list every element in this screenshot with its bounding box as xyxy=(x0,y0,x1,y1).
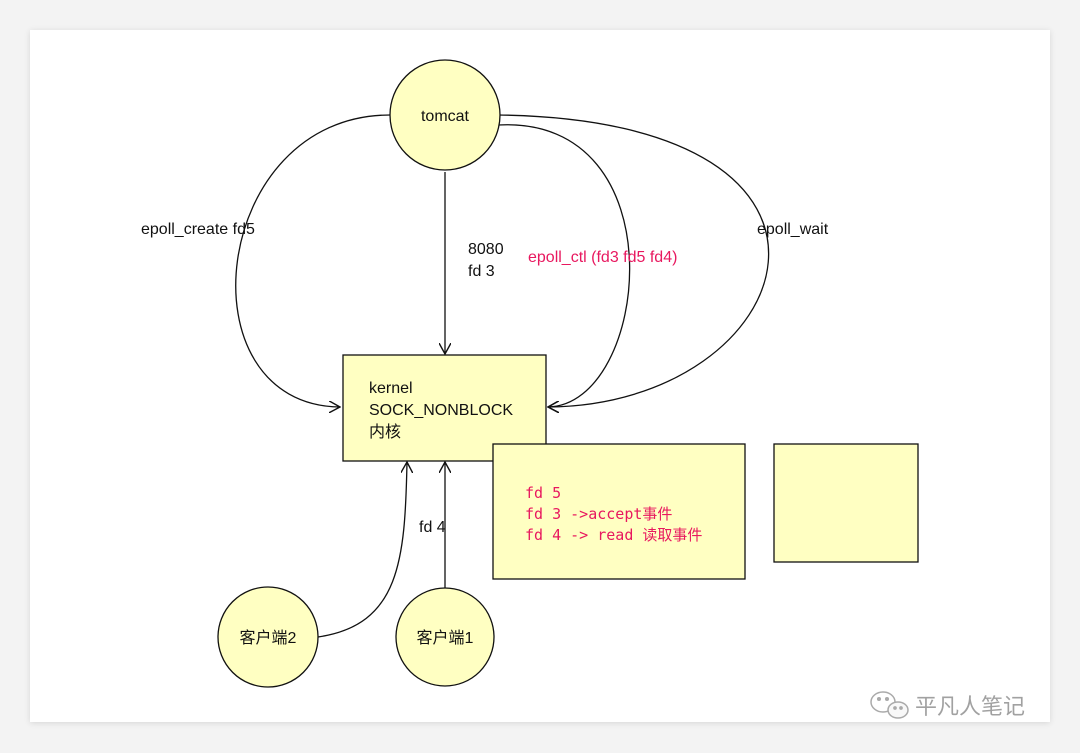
watermark-text: 平凡人笔记 xyxy=(915,695,1025,720)
node-tomcat-label: tomcat xyxy=(421,108,470,125)
fd-note-line-2: fd 3 ->accept事件 xyxy=(525,505,672,523)
edge-epoll-create xyxy=(235,114,391,407)
node-client2: 客户端2 xyxy=(217,586,319,688)
node-kernel: kernel SOCK_NONBLOCK 内核 xyxy=(342,354,547,462)
edge-epoll-wait xyxy=(497,114,770,407)
empty-box xyxy=(773,443,919,563)
watermark: 平凡人笔记 xyxy=(870,691,1025,720)
edge-client2 xyxy=(317,462,407,638)
edge-epoll-ctl xyxy=(497,124,631,407)
node-client1: 客户端1 xyxy=(395,587,495,687)
node-client1-label: 客户端1 xyxy=(417,629,474,647)
label-epoll-create: epoll_create fd5 xyxy=(141,221,255,238)
kernel-line-3: 内核 xyxy=(369,423,401,441)
fd-note-line-1: fd 5 xyxy=(525,484,561,502)
label-epoll-ctl: epoll_ctl (fd3 fd5 fd4) xyxy=(528,249,677,266)
label-listen-port: 8080 xyxy=(468,241,504,258)
node-tomcat: tomcat xyxy=(389,59,501,171)
kernel-line-1: kernel xyxy=(369,380,413,397)
fd-note-box: fd 5 fd 3 ->accept事件 fd 4 -> read 读取事件 xyxy=(492,443,746,580)
label-client-fd: fd 4 xyxy=(419,519,446,536)
wechat-icon xyxy=(870,691,909,719)
label-epoll-wait: epoll_wait xyxy=(757,221,829,238)
label-listen-fd: fd 3 xyxy=(468,263,495,280)
kernel-line-2: SOCK_NONBLOCK xyxy=(369,402,513,419)
node-client2-label: 客户端2 xyxy=(240,629,297,647)
fd-note-line-3: fd 4 -> read 读取事件 xyxy=(525,526,702,544)
